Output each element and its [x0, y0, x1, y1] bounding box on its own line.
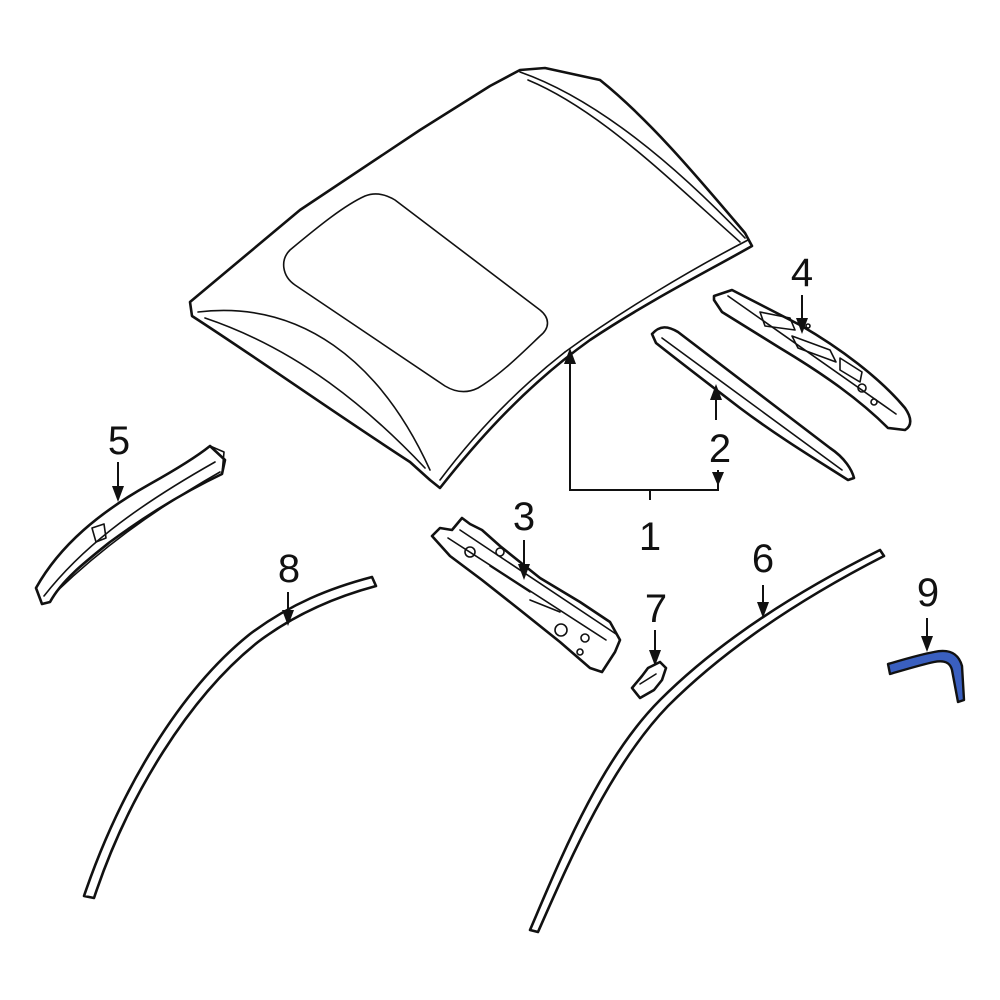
leader-9	[921, 618, 933, 652]
small-bracket[interactable]	[630, 660, 668, 700]
leader-6	[757, 585, 769, 618]
leader-7	[649, 630, 661, 666]
leader-8	[282, 592, 294, 626]
callout-2: 2	[709, 427, 731, 471]
callout-9: 9	[917, 571, 939, 615]
roof-rail-reinforcement[interactable]	[712, 288, 912, 432]
callout-4: 4	[791, 251, 813, 295]
highlighted-molding[interactable]	[886, 649, 966, 704]
callout-3: 3	[513, 495, 535, 539]
weatherstrip-right[interactable]	[528, 548, 886, 934]
weatherstrip-left[interactable]	[82, 575, 378, 900]
leader-3	[518, 540, 530, 580]
rear-roof-bow[interactable]	[430, 516, 622, 674]
front-header-panel[interactable]	[34, 444, 227, 606]
callout-1: 1	[639, 515, 661, 559]
leader-1	[564, 348, 724, 500]
callout-7: 7	[645, 587, 667, 631]
leader-5	[112, 462, 124, 502]
callout-5: 5	[108, 419, 130, 463]
leader-4	[796, 295, 808, 334]
roof-rail-left[interactable]	[650, 326, 856, 482]
leader-2	[710, 384, 722, 420]
roof-panel[interactable]	[188, 66, 754, 490]
callout-8: 8	[278, 547, 300, 591]
callout-6: 6	[752, 537, 774, 581]
